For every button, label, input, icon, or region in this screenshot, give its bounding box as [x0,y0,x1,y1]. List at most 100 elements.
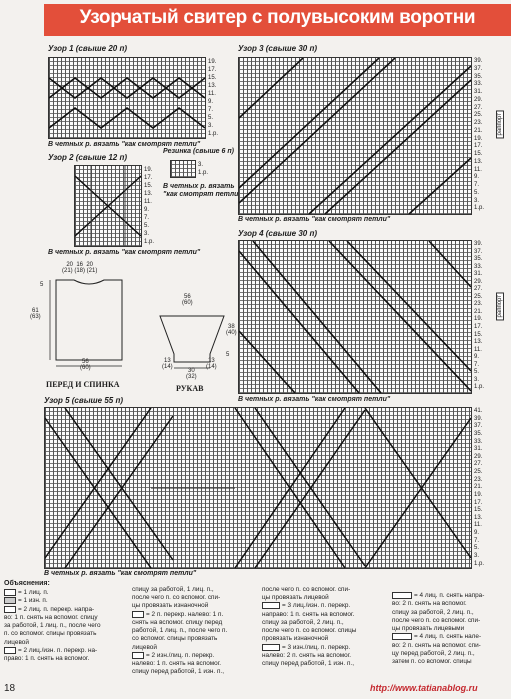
legend-line: после чего п. со вспомог. спицы [262,627,357,635]
legend-line: после чего п. со вспомог. спи- [132,594,221,602]
legend-line: = 3 лиц./изн. п. перекр. [262,602,386,610]
purl-symbol-icon [4,597,16,605]
pattern5-row-numbers: 41. 39. 37. 35. 33. 31. 29. 27. 25. 23. … [474,408,485,567]
legend-line: = 2 лиц. п. перекр. напра- [4,605,116,614]
pattern4-title: Узор 4 (свыше 30 п) [238,229,317,238]
legend-line: спицу за работой, 2 лиц. п., [392,608,474,616]
cross3-right-symbol-icon [262,602,280,610]
legend-line: налево: 1 п. снять на вспомог. [132,660,222,668]
legend-line: во: 2 п. снять на вспомог. [392,600,467,608]
legend-line: спицу за работой, 1 лиц. п., [132,586,214,593]
body-shoulder-dim: 5 [40,282,44,288]
legend-line: провязать изнаночной [262,635,329,643]
legend-line: снять на вспомог. спицу перед [132,618,223,626]
legend-line: работой, 1 лиц. п., после чего п. [132,627,228,635]
pattern3-note: В четных р. вязать "как смотрят петли" [238,216,391,223]
pattern4-diagonals [239,241,471,393]
legend-line: цы провязать лицевыми [392,624,465,632]
rib-note: В четных р. вязать "как смотрят петли" [163,183,242,199]
pattern4-repeat-label: раппорт [496,292,504,321]
legend-line: лицевой [132,643,157,651]
legend-line: = 2 изн./лиц. п. перекр. [132,651,252,660]
legend-line: цы провязать изнаночной [132,602,209,610]
legend-line: после чего п. со вспомог. спи- [392,616,481,624]
legend-line: = 4 лиц. п. снять напра- [392,592,510,600]
legend-line: во: 1 п. снять на вспомог. спицу [4,614,98,622]
legend-line: спицу перед работой, 1 изн. п., [262,660,354,668]
legend-line: со вспомог. спицы провязать [132,635,218,643]
cross-right-symbol-icon [4,605,16,613]
legend-line: = 2 лиц./изн. п. перекр. на- [4,646,116,655]
cross-right-purl-symbol-icon [4,646,16,654]
pattern5-note: В четных р. вязать "как смотрят петли" [44,570,197,577]
legend-line: затем п. со вспомог. спицы [392,657,472,665]
legend-col3: после чего п. со вспомог. спи- цы провяз… [262,586,386,668]
rib-chart [170,160,196,178]
pattern5-diamonds [45,408,471,568]
pattern3-row-numbers: 39. 37. 35. 33. 31. 29. 27. 25. 23. 21. … [474,58,485,212]
body-width-dim: 56 (60) [80,359,91,372]
page-number: 18 [4,683,16,694]
sleeve-cuff-left-dim: 13 (14) [162,358,173,371]
legend-line: за работой, 1 лиц. п., после чего [4,622,101,630]
body-top-dims: 20 16 20 (21) (18) (21) [62,262,98,275]
pattern2-title: Узор 2 (свыше 12 п) [48,153,127,162]
cross4-right-symbol-icon [392,592,412,599]
legend-line: направо: 1 п. снять на вспомог. [262,610,355,618]
pattern3-title: Узор 3 (свыше 30 п) [238,44,317,53]
knit-symbol-icon [4,588,16,596]
sleeve-top-dim: 56 (60) [182,294,193,307]
body-schema-shape [49,279,123,367]
pattern1-chart [48,57,206,139]
legend-line: право: 1 п. снять на вспомог. [4,655,90,663]
body-height-dim: 61 (63) [30,308,41,321]
cross-left-symbol-icon [132,610,144,618]
legend-line: налево: 2 п. снять на вспомог. [262,651,352,659]
legend-col1: Объяснения: = 1 лиц. п. = 1 изн. п. = 2 … [4,580,116,663]
legend-line: во: 2 п. снять на вспомог. спи- [392,641,481,649]
source-url: http://www.tatianablog.ru [370,683,478,693]
sleeve-cuff-height-dim: 5 [226,352,230,358]
legend-line: п. со вспомог. спицы провязать [4,630,97,638]
legend-col2: спицу за работой, 1 лиц. п., после чего … [132,586,252,676]
body-schema-caption: ПЕРЕД И СПИНКА [46,380,120,389]
legend-line: после чего п. со вспомог. спи- [262,586,351,593]
rib-title: Резинка (свыше 6 п) [163,148,234,155]
pattern2-cables [75,166,141,246]
sleeve-schema-shape [159,315,225,369]
legend-line: лицевой [4,638,29,646]
page-title: Узорчатый свитер с полувысоким воротни [79,7,476,28]
legend-col4: = 4 лиц. п. снять напра- во: 2 п. снять … [392,592,510,666]
sleeve-schema-caption: РУКАВ [176,384,204,393]
pattern3-repeat-label: раппорт [496,110,504,139]
pattern4-note: В четных р. вязать "как смотрят петли" [238,396,391,403]
pattern1-title: Узор 1 (свыше 20 п) [48,44,127,53]
cross3-left-symbol-icon [262,643,280,651]
pattern3-chart [238,57,472,215]
cross-left-purl-symbol-icon [132,651,144,659]
pattern3-diagonals [239,58,471,214]
pattern4-chart [238,240,472,394]
pattern1-note: В четных р. вязать "как смотрят петли" [48,141,201,148]
title-banner: Узорчатый свитер с полувысоким воротни [44,4,511,36]
pattern2-row-numbers: 19. 17. 15. 13. 11. 9. 7. 5. 3. 1.р. [144,167,155,245]
sleeve-cuff-right-dim: 13 (14) [206,358,217,371]
legend-line: цы провязать лицевой [262,594,329,602]
legend-line: спицу за работой, 2 лиц. п., [262,618,344,626]
pattern4-row-numbers: 39. 37. 35. 33. 31. 29. 27. 25. 23. 21. … [474,241,485,391]
pattern5-chart [44,407,472,569]
legend-line: цу перед работой, 2 лиц. п., [392,649,475,657]
pattern2-chart [74,165,142,247]
legend-title: Объяснения: [4,580,50,587]
legend-line: спицу перед работой, 1 изн. п., [132,668,224,676]
pattern2-note: В четных р. вязать "как смотрят петли" [48,249,201,256]
sleeve-bottom-dim: 30 (32) [186,368,197,381]
legend-line: = 2 п. перекр. налево: 1 п. [132,610,252,619]
pattern1-cables [49,76,205,130]
sleeve-length-dim: 38 (40) [226,324,237,337]
pattern1-row-numbers: 19. 17. 15. 13. 11. 9. 7. 5. 3. 1.р. [208,59,219,137]
legend-line: = 3 изн./лиц. п. перекр. [262,643,386,652]
cross4-left-symbol-icon [392,633,412,641]
legend-line: = 4 лиц. п. снять нале- [392,633,510,641]
legend-line: = 1 изн. п. [4,597,116,605]
